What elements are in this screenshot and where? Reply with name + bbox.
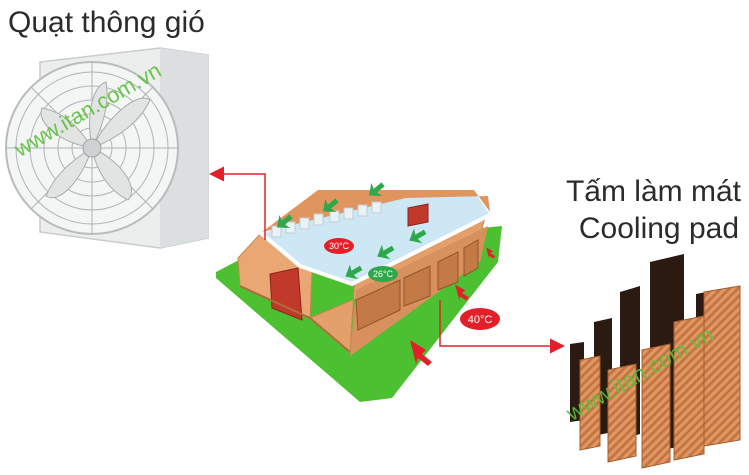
airflow-arrow-icon <box>377 244 395 260</box>
temp-hot-inside-text: 30°C <box>329 241 350 251</box>
airflow-arrow-icon <box>345 264 363 280</box>
fan-label: Quạt thông gió <box>8 6 205 39</box>
airflow-arrow-icon <box>455 284 469 301</box>
temp-cool-inside-text: 26°C <box>373 269 394 279</box>
airflow-arrow-icon <box>276 214 293 228</box>
temp-badge-outside: 40°C <box>460 308 500 330</box>
airflow-arrows-green <box>276 182 427 280</box>
airflow-arrow-icon <box>322 198 339 212</box>
temp-badge-hot-inside: 30°C <box>324 238 354 254</box>
exhaust-fan-icon <box>5 47 209 249</box>
connector-pad <box>439 300 565 354</box>
temp-outside-text: 40°C <box>468 314 493 326</box>
cooling-pad-label-en: Cooling pad <box>578 212 739 245</box>
temp-badge-cool-inside: 26°C <box>368 266 398 282</box>
barn-icon <box>216 185 502 402</box>
airflow-arrow-icon <box>410 340 432 366</box>
cooling-pad-icon <box>570 254 741 469</box>
cooling-pad-label-vi: Tấm làm mát <box>565 175 741 208</box>
airflow-arrow-icon <box>486 247 496 260</box>
airflow-arrow-icon <box>368 182 385 196</box>
airflow-arrows-red <box>410 247 496 366</box>
connector-fan <box>209 166 266 240</box>
airflow-arrow-icon <box>409 228 427 244</box>
